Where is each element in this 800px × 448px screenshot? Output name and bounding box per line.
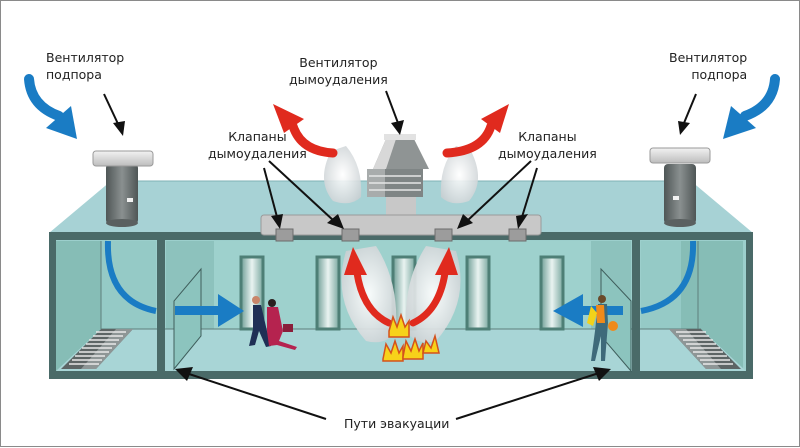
label-line: подпора (46, 67, 102, 82)
label-supply-fan-left: Вентилятор подпора (46, 49, 124, 83)
fire-icon (382, 312, 440, 362)
people-running-icon-right (587, 295, 618, 361)
label-line: Вентилятор (669, 50, 748, 65)
pointer-arrow (103, 93, 125, 136)
label-line: Клапаны (518, 129, 577, 144)
smoke-valve-icon (275, 228, 294, 242)
air-grille-icon-right (669, 329, 741, 369)
supply-fan-icon-left (92, 150, 154, 227)
label-supply-fan-right: Вентилятор подпора (669, 49, 747, 83)
label-line: Вентилятор (46, 50, 125, 65)
door-icon (465, 255, 491, 331)
label-valves-left: Клапаны дымоудаления (208, 128, 307, 162)
smoke-valve-icon (508, 228, 527, 242)
smoke-cloud-icon (323, 146, 479, 204)
corridor-doors (239, 255, 565, 331)
door-icon-right-exit (600, 267, 632, 373)
pointer-arrow (385, 90, 404, 135)
air-grille-icon-left (61, 329, 133, 369)
pointer-arrow (263, 167, 283, 229)
label-line: дымоудаления (208, 146, 307, 161)
door-icon-left-exit (173, 267, 202, 371)
pointer-arrow (678, 93, 697, 135)
supply-air-arrow-outer-left (24, 74, 77, 139)
smoke-exhaust-arrow-roof-right (442, 104, 509, 158)
pointer-arrow (268, 160, 344, 229)
label-escape-routes: Пути эвакуации (344, 416, 450, 431)
pointer-arrow (457, 160, 532, 229)
label-line: Вентилятор (299, 55, 378, 70)
smoke-exhaust-arrow-roof-left (273, 104, 338, 158)
pointer-arrows (103, 90, 697, 420)
supply-air-arrow-inner-left (104, 240, 244, 327)
door-icon (315, 255, 341, 331)
smoke-exhaust-arrow-inner-left (344, 247, 393, 327)
supply-fan-icon-right (649, 147, 711, 227)
label-valves-right: Клапаны дымоудаления (498, 128, 597, 162)
people-running-icon-left (249, 296, 297, 350)
pointer-arrow (175, 367, 327, 420)
label-line: дымоудаления (289, 72, 388, 87)
label-line: Клапаны (228, 129, 287, 144)
label-line: подпора (691, 67, 748, 82)
pointer-arrow (516, 167, 538, 229)
pointer-arrow (455, 367, 611, 420)
smoke-valve-icon (341, 228, 360, 242)
door-icon (539, 255, 565, 331)
smoke-valve-icon (434, 228, 453, 242)
label-line: дымоудаления (498, 146, 597, 161)
exhaust-fan-icon (367, 134, 429, 197)
label-exhaust-fan: Вентилятор дымоудаления (289, 54, 388, 88)
smoke-exhaust-arrow-inner-right (409, 247, 458, 327)
supply-air-arrow-outer-right (723, 74, 780, 139)
